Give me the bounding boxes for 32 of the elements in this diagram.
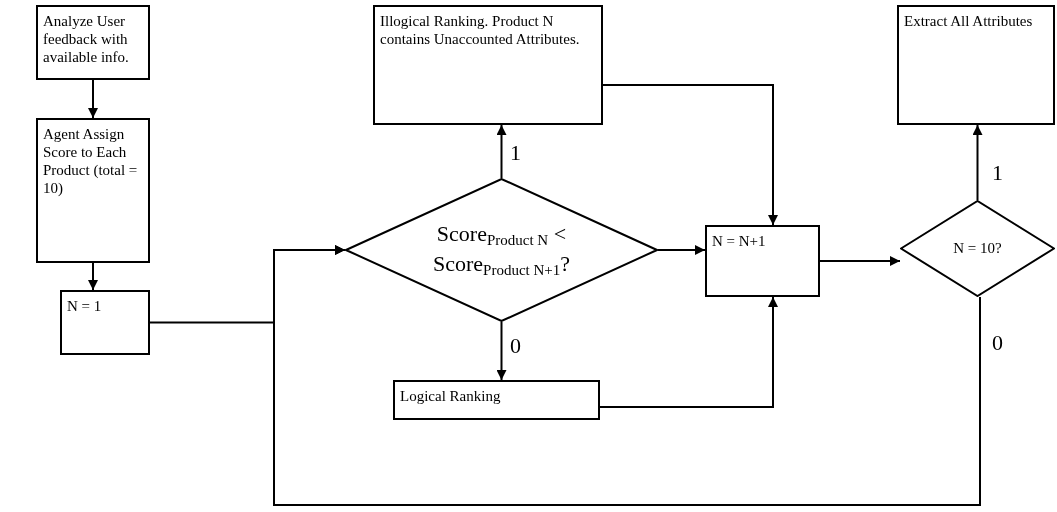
process-box: [36, 5, 150, 80]
node-text: N = 1: [67, 298, 102, 314]
node-text: Score$_{Product N}$ < Score$_{Product N+1}$?: [431, 220, 572, 280]
node-text: Agent Assign Score to Each Product (total = 10): [43, 126, 138, 196]
edge-label: 1: [992, 162, 1003, 184]
edge-label: 0: [992, 332, 1003, 354]
arrow: [273, 245, 981, 506]
process-box: [60, 290, 150, 355]
arrow: [88, 79, 98, 119]
node-text: Analyze User feedback with available info.: [43, 13, 129, 65]
arrow: [496, 321, 507, 381]
process-box: [897, 5, 1055, 125]
arrow: [602, 84, 778, 226]
arrow: [657, 245, 706, 255]
arrow: [599, 296, 778, 408]
node-text: Illogical Ranking. Product N contains Unaccounted Attributes.: [380, 13, 580, 47]
process-box: [373, 5, 603, 125]
arrow: [972, 124, 983, 201]
edge-label: 1: [510, 142, 521, 164]
process-box: [36, 118, 150, 263]
arrow: [496, 124, 507, 179]
process-box: [705, 225, 820, 297]
decision-diamond: [900, 200, 1055, 297]
edge-label: 0: [510, 335, 521, 357]
node-text: Logical Ranking: [400, 388, 501, 404]
node-text: Extract All Attributes: [904, 13, 1033, 29]
node-text: N = 10?: [952, 239, 1003, 258]
node-text: N = N+1: [712, 233, 766, 249]
decision-diamond: [345, 178, 658, 322]
arrow: [819, 256, 901, 266]
process-box: [393, 380, 600, 420]
arrow: [88, 262, 98, 291]
